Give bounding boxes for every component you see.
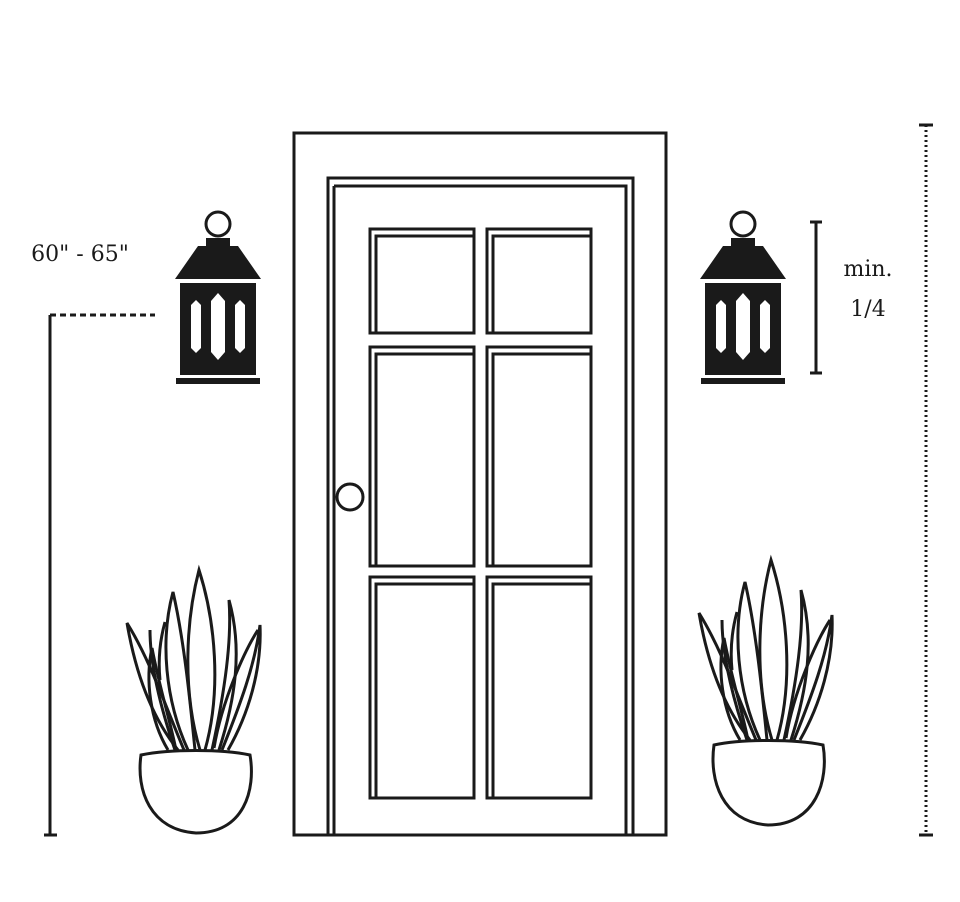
door-panel-top-right	[485, 227, 593, 335]
lantern-icon	[700, 210, 786, 384]
door-panel-bottom-right	[485, 575, 593, 800]
door-height-dimension	[919, 123, 933, 837]
door-knob	[335, 482, 365, 512]
fraction-label: 1/4	[850, 297, 885, 322]
door-panel-bottom-left	[368, 575, 476, 800]
door-frame	[292, 131, 668, 837]
mounting-height-label: 60" - 65"	[31, 242, 129, 267]
door	[335, 227, 593, 800]
min-label: min.	[843, 257, 892, 282]
door-panel-middle-right	[485, 345, 593, 568]
potted-plant-icon	[125, 564, 262, 835]
door-panel-middle-left	[368, 345, 476, 568]
potted-plant-icon	[697, 554, 834, 827]
door-panel-top-left	[368, 227, 476, 335]
lantern-size-bracket: min. 1/4	[810, 220, 893, 375]
mounting-height-dimension: 60" - 65"	[31, 242, 155, 837]
lantern-icon	[175, 210, 261, 384]
